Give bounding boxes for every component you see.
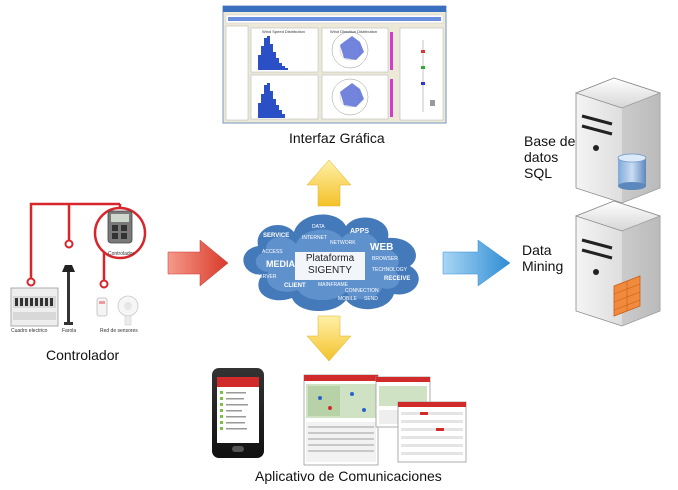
cloud-word: NETWORK bbox=[330, 240, 356, 246]
wire-node-farola bbox=[64, 239, 74, 249]
cloud-word: ACCESS bbox=[262, 249, 283, 255]
cloud-word: SERVER bbox=[256, 274, 277, 280]
electrical-panel bbox=[10, 287, 59, 327]
sql-caption-line2: datos bbox=[524, 149, 559, 165]
cloud-word: RECEIVE bbox=[384, 276, 411, 282]
platform-title: Plataforma SIGENTY bbox=[295, 253, 365, 277]
gui-panel-title-speed: Wind Speed Distribution bbox=[262, 29, 305, 34]
gui-panel-title-direction: Wind Direction Distribution bbox=[330, 29, 378, 34]
cloud-word: CLIENT bbox=[284, 283, 306, 289]
arrow-down-to-apps bbox=[306, 315, 352, 362]
cloud-word: CONNECTION bbox=[345, 288, 379, 294]
datamining-caption-line2: Mining bbox=[522, 258, 564, 274]
streetlight bbox=[62, 265, 75, 325]
cloud-word: DATA bbox=[312, 224, 325, 230]
streetlight-label: Farola bbox=[62, 328, 77, 334]
web-app-screens bbox=[303, 374, 467, 466]
platform-title-line1: Plataforma bbox=[305, 253, 355, 264]
wire-node-sensores bbox=[99, 279, 109, 289]
platform-title-line2: SIGENTY bbox=[308, 265, 352, 276]
controller-device bbox=[93, 206, 147, 260]
controller-device-label: Controlador bbox=[108, 251, 135, 257]
smartphone-app bbox=[212, 368, 264, 458]
cloud-word: TECHNOLOGY bbox=[372, 267, 408, 273]
cloud-word: SERVICE bbox=[263, 233, 290, 239]
cloud-word: SEND bbox=[364, 296, 378, 302]
sql-caption-line1: Base de bbox=[524, 133, 576, 149]
sql-server-illustration bbox=[574, 77, 662, 204]
sql-caption-line3: SQL bbox=[524, 165, 553, 181]
cloud-word: MEDIA bbox=[266, 259, 295, 269]
cloud-word: APPS bbox=[350, 228, 370, 235]
sql-caption: Base de datos SQL bbox=[524, 133, 575, 181]
datamining-server-illustration bbox=[574, 200, 662, 327]
cloud-word: MAINFRAME bbox=[318, 282, 348, 288]
controller-caption: Controlador bbox=[46, 347, 120, 363]
electrical-panel-label: Cuadro electrico bbox=[11, 328, 48, 334]
gui-screenshot bbox=[222, 5, 447, 124]
sensor-devices bbox=[96, 295, 139, 326]
gui-caption: Interfaz Gráfica bbox=[289, 130, 385, 146]
datamining-caption: Data Mining bbox=[522, 242, 563, 274]
datamining-caption-line1: Data bbox=[522, 242, 552, 258]
arrow-cloud-to-datamining bbox=[442, 239, 511, 287]
arrow-up-to-gui bbox=[306, 159, 352, 207]
platform-cloud bbox=[243, 214, 419, 312]
arrow-controller-to-cloud bbox=[167, 239, 229, 287]
cloud-word: BROWSER bbox=[372, 256, 398, 262]
apps-caption: Aplicativo de Comunicaciones bbox=[255, 468, 442, 484]
cloud-word: INTERNET bbox=[302, 235, 327, 241]
cloud-word: MOBILE bbox=[338, 296, 357, 302]
wire-node-cuadro bbox=[26, 277, 36, 287]
cloud-word: WEB bbox=[370, 242, 394, 253]
sensor-label: Red de sensores bbox=[100, 328, 138, 334]
